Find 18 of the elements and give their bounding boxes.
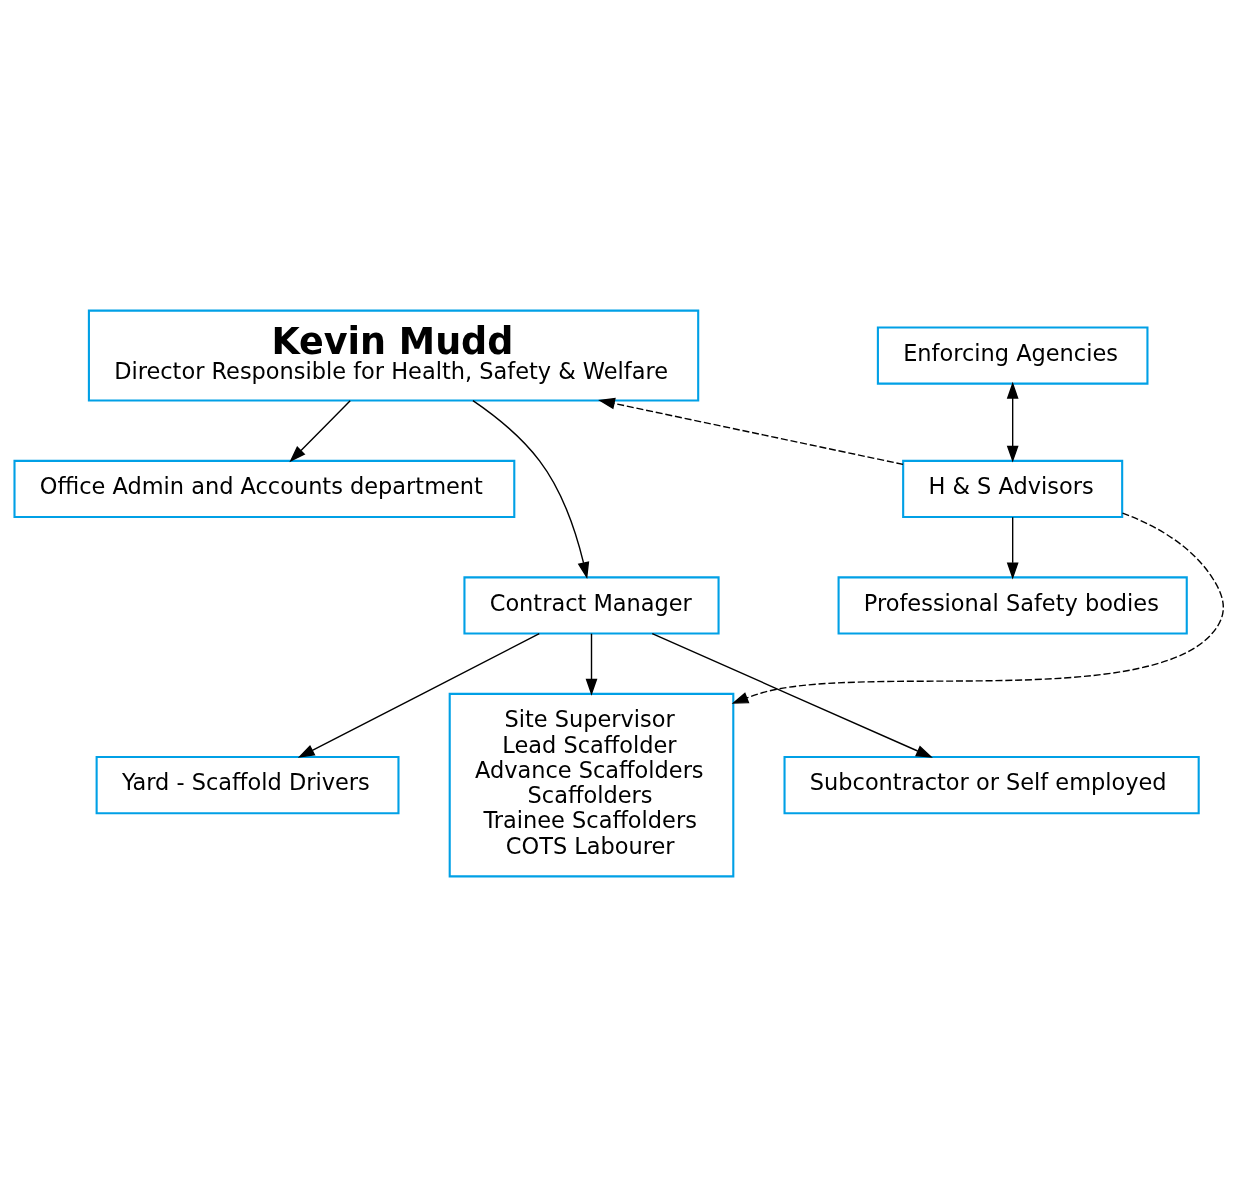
arrow <box>472 399 590 579</box>
node-box: Enforcing Agencies <box>876 326 1149 385</box>
node-box: Site Supervisor Lead Scaffolder Advance Scaffolders Scaffolders Trainee Scaffolders COTS Labourer <box>448 692 735 878</box>
arrow <box>1006 516 1019 580</box>
arrow <box>289 400 351 463</box>
arrow <box>297 633 540 758</box>
node-box: Kevin Mudd Director Responsible for Health, Safety & Welfare <box>87 309 700 402</box>
node-box: Contract Manager <box>463 576 720 635</box>
arrow <box>731 512 1224 704</box>
arrow <box>651 633 933 758</box>
arrow <box>585 633 598 696</box>
node-box: Office Admin and Accounts department <box>13 459 516 519</box>
node-box: Yard - Scaffold Drivers <box>95 756 400 815</box>
node-box: H & S Advisors <box>902 459 1124 519</box>
node-box: Subcontractor or Self employed <box>783 756 1200 815</box>
node-box: Professional Safety bodies <box>837 576 1188 635</box>
arrow <box>1006 381 1019 463</box>
arrow <box>598 397 904 466</box>
